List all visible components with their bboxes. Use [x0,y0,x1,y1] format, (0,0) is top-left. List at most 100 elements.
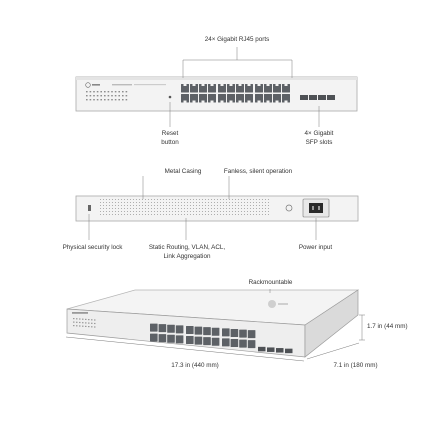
rj45-port[interactable] [203,327,211,336]
sfp-slot[interactable] [300,95,308,100]
rj45-port[interactable] [236,94,244,103]
rj45-port[interactable] [190,84,198,93]
rj45-port[interactable] [199,84,207,93]
led-icon [93,95,95,97]
rj45-port[interactable] [203,337,211,346]
led-icon [79,318,81,320]
led-icon [94,322,96,325]
led-icon [88,319,90,321]
rj45-port[interactable] [245,84,253,93]
reset-label-line2: button [161,139,179,146]
sfp-slot[interactable] [318,95,326,100]
rj45-port[interactable] [186,326,194,334]
security-lock-label: Physical security lock [62,244,123,251]
led-icon [122,95,124,97]
rj45-port[interactable] [247,340,256,349]
led-icon [107,91,110,93]
rj45-port[interactable] [239,339,247,348]
rj45-port[interactable] [264,94,272,103]
led-icon [86,95,88,97]
tp-link-top-logo [268,300,288,308]
led-icon [88,326,90,328]
rj45-port[interactable] [218,84,226,93]
rj45-port[interactable] [255,84,263,93]
rj45-port[interactable] [186,336,194,344]
sfp-slot[interactable] [258,346,266,352]
rj45-port[interactable] [194,326,203,335]
rj45-port[interactable] [264,84,272,93]
height-dimension-label: 1.7 in (44 mm) [367,323,408,330]
rj45-port[interactable] [181,84,189,93]
rear-panel [75,195,359,222]
rj45-port[interactable] [211,337,220,346]
rj45-port[interactable] [175,335,184,344]
power-input-label: Power input [298,244,333,251]
rackmountable-label: Rackmountable [248,279,293,286]
rj45-port[interactable] [282,84,290,93]
rj45-port[interactable] [227,94,235,103]
rj45-port[interactable] [230,338,239,347]
reset-button-icon[interactable] [168,95,172,99]
led-icon [82,325,84,327]
led-icon [79,325,81,327]
rj45-port[interactable] [190,94,198,103]
rj45-port[interactable] [273,84,281,93]
rj45-port[interactable] [199,94,207,103]
rj45-port[interactable] [150,323,158,332]
rj45-port[interactable] [167,334,175,343]
rj45-port[interactable] [239,329,247,338]
led-icon [89,99,92,101]
rj45-port[interactable] [255,94,263,103]
rj45-port[interactable] [167,324,175,333]
sfp-slot[interactable] [309,95,317,100]
rj45-port[interactable] [227,84,235,93]
rj45-port[interactable] [230,328,239,337]
sfp-slot[interactable] [327,95,335,100]
rj45-port[interactable] [273,94,281,103]
led-icon [93,99,95,101]
depth-dimension-label: 7.1 in (180 mm) [333,362,378,369]
dimension-lines [65,289,365,362]
rj45-port[interactable] [175,325,184,334]
rj45-port[interactable] [282,94,290,103]
sfp-slot[interactable] [285,348,293,354]
rj45-port[interactable] [236,84,244,93]
rj45-port[interactable] [222,338,230,347]
rj45-port[interactable] [218,94,226,103]
led-icon [94,326,96,328]
led-icon [86,99,88,101]
led-icon [85,325,87,327]
led-icon [94,319,96,321]
rj45-port[interactable] [211,327,220,336]
front-panel [75,76,358,112]
led-icon [114,91,117,93]
led-icon [91,322,93,324]
led-icon [122,99,124,101]
rj45-port[interactable] [158,334,167,343]
led-icon [73,318,75,320]
rj45-port[interactable] [208,94,216,103]
metal-casing-label: Metal Casing [164,168,202,175]
iso-rj45-ports [150,323,256,349]
led-icon [114,99,117,101]
led-icon [118,91,120,93]
led-icon [125,95,128,97]
led-icon [100,95,102,97]
rj45-port[interactable] [222,328,230,337]
led-icon [125,99,128,101]
rj45-port[interactable] [247,330,256,339]
rj45-port[interactable] [194,336,203,345]
routing-label-line1: Static Routing, VLAN, ACL, [148,244,226,251]
sfp-label-line2: SFP slots [305,139,333,146]
front-callout-lines [169,47,320,127]
rj45-port[interactable] [245,94,253,103]
sfp-slot[interactable] [267,347,275,352]
rj45-port[interactable] [158,324,167,333]
rj45-port[interactable] [208,84,216,93]
width-dimension-label: 17.3 in (440 mm) [171,362,219,369]
rj45-port[interactable] [181,94,189,103]
led-icon [111,91,113,93]
sfp-slot[interactable] [276,348,284,353]
rj45-port[interactable] [150,333,158,342]
